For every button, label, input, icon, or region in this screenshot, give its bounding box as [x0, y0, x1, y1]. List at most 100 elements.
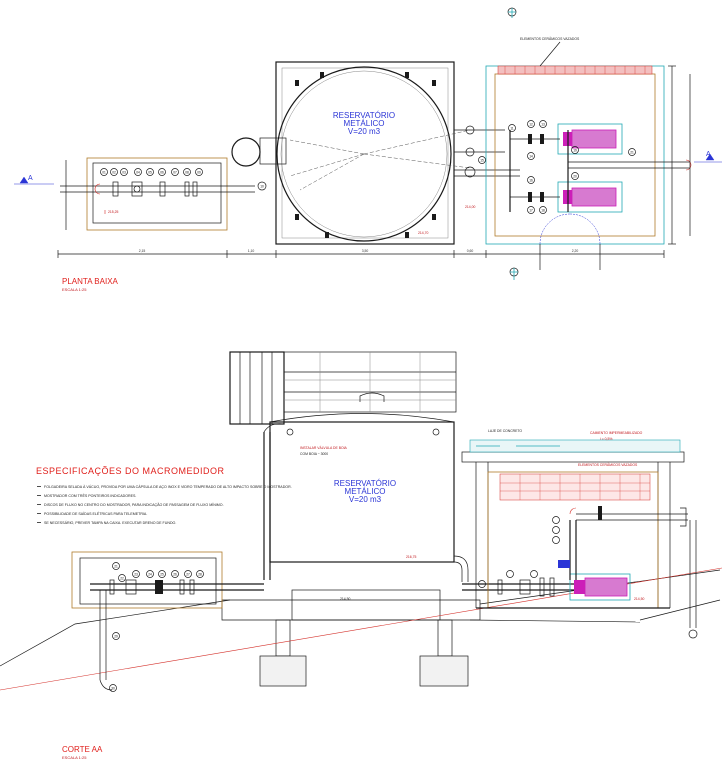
section-tank-label-2: METÁLICO	[345, 487, 386, 496]
bubble-label: 17	[529, 208, 533, 212]
section-view: RESERVATÓRIO METÁLICO V=20 m3 INSTALAR V…	[0, 351, 723, 760]
ceramic-grid	[499, 473, 651, 501]
tank-inlet-riser	[263, 423, 285, 580]
bubble-label: 21	[114, 564, 118, 568]
spec-item: MOSTRADOR COM TRÊS PONTEIROS INDICADORES…	[44, 493, 136, 498]
tank-platform	[291, 589, 441, 621]
cut-marker-right: A	[694, 151, 722, 163]
plan-title: PLANTA BAIXA	[62, 277, 119, 286]
bubble-label: 19	[573, 148, 577, 152]
section-tank-label-1: RESERVATÓRIO	[334, 479, 396, 488]
bubble-label: 14	[529, 154, 533, 158]
section-ceramic-label: ELEMENTOS CERÂMICOS VAZADOS	[578, 463, 638, 467]
cut-marker-left: A	[14, 175, 54, 185]
bubble-label: 04	[136, 170, 140, 174]
bubble-label: 20	[573, 174, 577, 178]
view-marker-icon	[507, 7, 517, 18]
meter-box-inner	[92, 162, 222, 224]
bubble-label: 01	[102, 170, 106, 174]
tank-base-square	[275, 61, 455, 245]
plan-dim: 2,20	[572, 249, 579, 253]
section-level-platform: 214,50	[340, 597, 350, 601]
bubble-label: 06	[160, 170, 164, 174]
plan-level-tank: 214,70	[418, 231, 428, 235]
bubble-label: 21	[630, 150, 634, 154]
section-left-fittings	[109, 579, 195, 595]
plan-right-bubbles: 11 12 13 14 15 16 17 18 19 20 21	[478, 120, 636, 214]
pump-discharge	[558, 506, 698, 639]
valve-note-2: COM BOIA ~ 3000	[300, 452, 328, 456]
cut-marker-label: A	[28, 175, 33, 182]
pump-section	[569, 573, 631, 601]
slope-label: CAIMENTO IMPERMEABILIZADO	[590, 431, 643, 435]
plan-left-bubbles: 01 02 03 04 05 06 07 08 09 10	[100, 168, 267, 191]
bubble-label: 22	[120, 576, 124, 580]
plan-dim: 0,60	[467, 249, 474, 253]
spec-item: DISCOS DE FLUXO NO CENTRO DO MOSTRADOR, …	[44, 502, 224, 507]
spec-item: POSSIBILIDADE DE SAÍDAS ELÉTRICAS PARA T…	[44, 511, 147, 516]
pump-house-outer	[485, 65, 665, 245]
tank-lugs	[295, 72, 436, 238]
bubble-label: 03	[122, 170, 126, 174]
cut-marker-label: A	[706, 151, 711, 158]
bubble-label: 07	[173, 170, 177, 174]
bubble-label: 27	[186, 572, 190, 576]
plan-tank-label-2: METÁLICO	[344, 119, 385, 128]
bubble-label: 24	[148, 572, 152, 576]
section-level-tank: 216,75	[406, 555, 416, 559]
plan-scale: ESCALA 1:25	[62, 287, 87, 292]
footing-right	[419, 619, 469, 687]
section-scale: ESCALA 1:25	[62, 755, 87, 760]
bubble-label: 09	[197, 170, 201, 174]
bubble-label: 28	[198, 572, 202, 576]
plan-left-fittings	[94, 181, 198, 197]
plan-vertical-dims	[65, 65, 691, 245]
plan-tank-label-1: RESERVATÓRIO	[333, 111, 395, 120]
bubble-label: 08	[185, 170, 189, 174]
tank-top-structure	[229, 351, 457, 425]
section-meter-box-outer	[71, 551, 223, 609]
plan-ceramic-label: ELEMENTOS CERÂMICOS VAZADOS	[520, 37, 580, 41]
plan-dim: 3,50	[362, 249, 369, 253]
view-marker-icon	[509, 267, 519, 280]
section-right-fittings	[478, 516, 560, 597]
bubble-label: 23	[134, 572, 138, 576]
bubble-label: 25	[160, 572, 164, 576]
tank-circle	[276, 66, 452, 242]
bubble-label: 02	[112, 170, 116, 174]
spec-item: FOLGADEIRA SELADA À VÁCUO, PROVIDA POR U…	[44, 485, 292, 489]
bubble-label: 30	[111, 686, 115, 690]
meter-box-outer	[86, 157, 228, 231]
section-left-bubbles: 21 22 23 24 25 26 27 28 29 30	[109, 562, 204, 692]
manhole	[231, 137, 261, 167]
bubble-label: 15	[480, 158, 484, 162]
pump-manifold	[509, 130, 692, 212]
specs-title: ESPECIFICAÇÕES DO MACROMEDIDOR	[36, 466, 225, 476]
bubble-label: 11	[510, 126, 514, 130]
tank-radials	[289, 129, 471, 191]
plan-view: 01 02 03 04 05 06 07 08 09 10 215,25 A	[14, 7, 722, 292]
section-tank-label-3: V=20 m3	[349, 495, 382, 504]
plan-dim: 1,10	[248, 249, 255, 253]
specs-block: ESPECIFICAÇÕES DO MACROMEDIDOR FOLGADEIR…	[36, 466, 292, 525]
plan-dimension-line: 2,15 1,10 3,50 0,60 2,20	[57, 249, 665, 258]
pump-house-section	[461, 439, 685, 609]
valve-note-1: INSTALAR VÁLVULA DE BOIA	[300, 446, 348, 450]
plan-level-left: 215,25	[108, 210, 118, 214]
footing-left	[259, 619, 307, 687]
section-meter-box-inner	[79, 557, 217, 605]
bubble-label: 10	[260, 184, 264, 188]
bubble-label: 29	[114, 634, 118, 638]
bubble-label: 18	[541, 208, 545, 212]
slope-value: i = 0,5%	[600, 437, 612, 441]
bubble-label: 05	[148, 170, 152, 174]
bubble-label: 12	[529, 122, 533, 126]
section-title: CORTE AA	[62, 745, 103, 754]
bubble-label: 16	[529, 178, 533, 182]
slab-label: LAJE DE CONCRETO	[488, 429, 522, 433]
bubble-label: 13	[541, 122, 545, 126]
plan-tank-label-3: V=20 m3	[348, 127, 381, 136]
bubble-label: 26	[173, 572, 177, 576]
ceramic-strip-pattern	[504, 66, 646, 74]
